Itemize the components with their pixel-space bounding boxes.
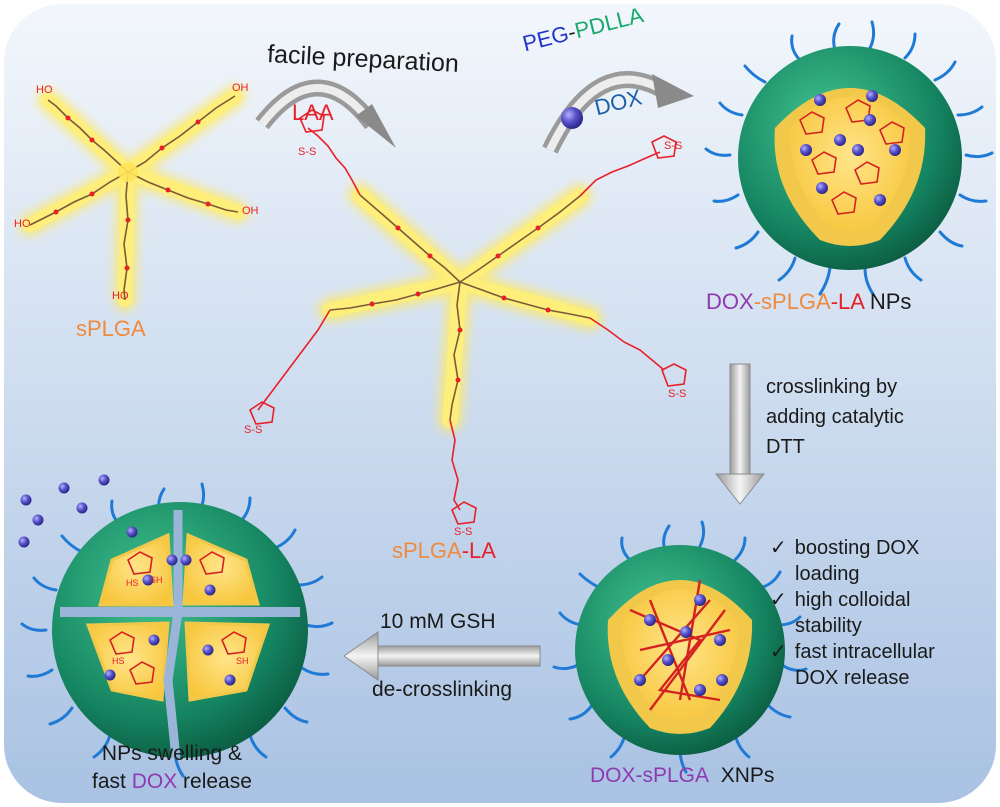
- benefit-2: ✓high colloidal: [770, 589, 911, 611]
- arrow-de-crosslinking: [343, 631, 541, 681]
- splga-la-part2: -LA: [461, 538, 496, 563]
- splga-la-star-structure: [249, 109, 687, 525]
- xnp-dox-splga: DOX-sPLGA: [590, 764, 710, 787]
- nanoparticle-top: [704, 20, 994, 296]
- nanoparticle-swollen: [18, 474, 334, 778]
- ss-label-3: S-S: [244, 424, 263, 436]
- crosslinking-text: crosslinking by adding catalytic DTT: [766, 372, 904, 462]
- arrow-crosslinking: [714, 363, 766, 505]
- ss-label-4: S-S: [668, 388, 687, 400]
- np-top-nps: NPs: [863, 289, 912, 314]
- benefits-list: ✓boosting DOX loading ✓high colloidal st…: [770, 535, 935, 691]
- np-top-splga: -sPLGA: [753, 289, 831, 314]
- ho-label: HO: [36, 84, 53, 96]
- sh-label-2: SH: [236, 656, 249, 666]
- splga-star-structure: [19, 85, 249, 311]
- splga-label: sPLGA: [76, 316, 146, 341]
- swelling-caption: NPs swelling & fast DOX release: [92, 740, 252, 796]
- np-top-la: -LA: [830, 289, 864, 314]
- de-crosslinking-label: de-crosslinking: [372, 678, 513, 701]
- check-icon: ✓: [770, 537, 787, 559]
- np-top-dox: DOX: [706, 289, 754, 314]
- gsh-label: 10 mM GSH: [380, 610, 496, 633]
- ho-label-3: HO: [112, 290, 129, 302]
- arrow-peg-dox: [542, 71, 694, 154]
- hs-label-2: HS: [112, 656, 125, 666]
- swelling-line-1: NPs swelling &: [101, 742, 242, 765]
- check-icon: ✓: [770, 589, 787, 611]
- benefit-3: ✓fast intracellular: [770, 641, 935, 663]
- ss-label-1: S-S: [298, 146, 317, 158]
- sh-label-1: SH: [150, 575, 163, 585]
- benefit-3-line-2: DOX release: [795, 667, 910, 689]
- splga-la-part1: sPLGA: [392, 538, 462, 563]
- benefit-1: ✓boosting DOX: [770, 537, 920, 559]
- splga-la-label: sPLGA-LA: [392, 538, 496, 564]
- crosslink-line-3: DTT: [766, 436, 805, 458]
- laa-label: LAA: [292, 100, 334, 125]
- arrow-facile-preparation: [255, 79, 396, 148]
- oh-label: OH: [232, 82, 249, 94]
- crosslink-line-2: adding catalytic: [766, 406, 904, 428]
- dox-splga-la-nps-label: DOX-sPLGA-LA NPs: [706, 289, 911, 315]
- check-icon: ✓: [770, 641, 787, 663]
- dox-ball-icon: [561, 107, 583, 129]
- swelling-line-2: fast DOX release: [92, 770, 252, 793]
- xnps-label: DOX-sPLGA XNPs: [590, 764, 774, 788]
- ss-label-2: S-S: [664, 140, 683, 152]
- ho-label-2: HO: [14, 218, 31, 230]
- oh-label-2: OH: [242, 205, 259, 217]
- xnp-suffix: XNPs: [720, 764, 775, 787]
- swelling-dox: DOX: [131, 770, 178, 793]
- nanoparticle-crosslinked: [552, 520, 808, 774]
- benefit-1-line-2: loading: [795, 563, 860, 585]
- crosslink-line-1: crosslinking by: [766, 376, 898, 398]
- benefit-2-line-2: stability: [795, 615, 862, 637]
- ss-label-5: S-S: [454, 526, 473, 538]
- hs-label-1: HS: [126, 578, 139, 588]
